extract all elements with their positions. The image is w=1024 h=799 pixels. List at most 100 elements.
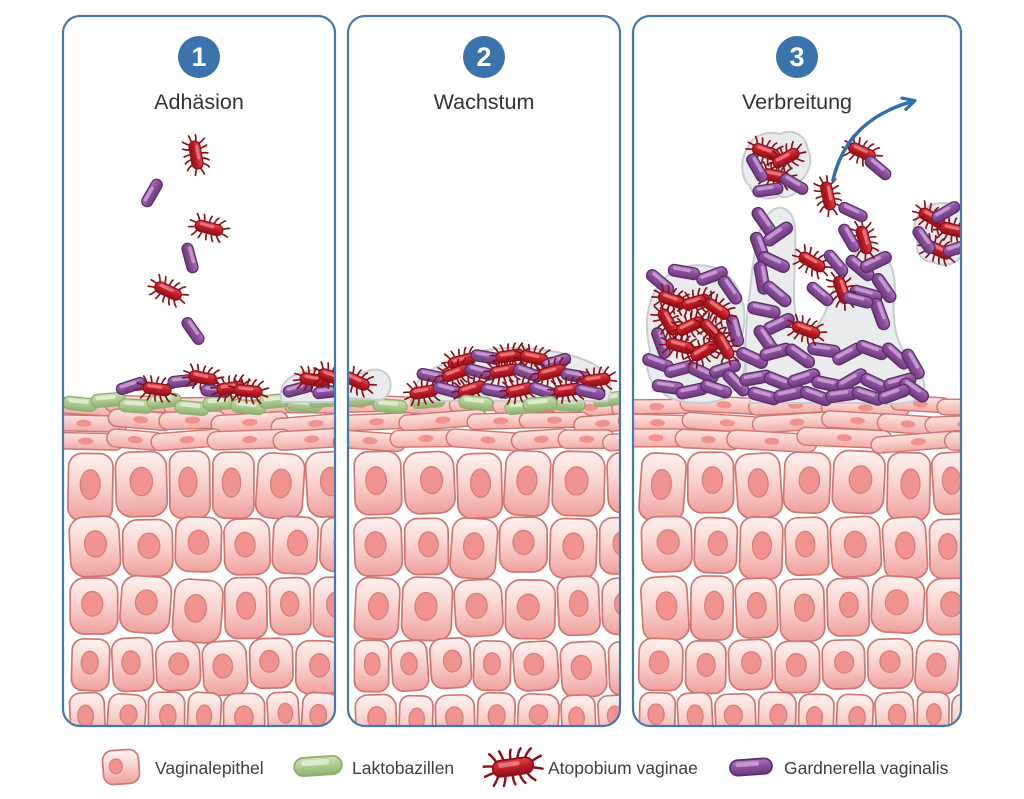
- epithelial-cell: [925, 577, 960, 636]
- epithelial-cell: [70, 637, 111, 692]
- epithelial-cell-flat: [936, 398, 960, 417]
- epithelial-cell: [498, 516, 548, 573]
- epithelial-cell: [222, 692, 266, 725]
- epithelial-cell: [121, 518, 174, 578]
- legend-label-atopobium: Atopobium vaginae: [548, 758, 698, 778]
- panel-spread: 3 Verbreitung: [631, 14, 963, 728]
- epithelial-cell: [638, 691, 677, 725]
- legend-item-atopobium: Atopobium vaginae: [480, 744, 698, 790]
- epithelial-cell: [714, 692, 757, 725]
- step-3-badge: [776, 36, 818, 78]
- epithelial-cell: [778, 578, 826, 643]
- epithelial-cell: [835, 693, 875, 725]
- epithelial-cell: [185, 691, 223, 725]
- gardnerella-bacterium: [139, 176, 165, 210]
- epithelial-cell-flat: [681, 411, 773, 435]
- lactobacillus-bacterium: [521, 395, 559, 413]
- step-2-badge: [463, 36, 505, 78]
- panel-3-title: Verbreitung: [742, 90, 852, 114]
- epithelial-cell: [930, 451, 960, 516]
- panel-spread-illustration: [634, 96, 960, 725]
- epithelial-cell: [402, 450, 457, 515]
- epithelial-cell: [268, 576, 312, 636]
- lactobacillus-bacterium: [457, 394, 495, 412]
- epithelial-cell: [821, 638, 866, 690]
- step-2-number: 2: [476, 42, 491, 72]
- epithelial-cell: [829, 515, 883, 579]
- step-1-number: 1: [191, 42, 206, 72]
- epithelial-cell-flat: [398, 408, 488, 432]
- epithelial-cell: [559, 640, 608, 699]
- epithelial-cell: [294, 639, 334, 695]
- epithelial-cell: [453, 578, 504, 638]
- epithelial-cell: [69, 577, 119, 635]
- epithelial-cell: [870, 574, 926, 635]
- epithelial-cell: [353, 576, 401, 641]
- epithelial-cell: [551, 450, 606, 517]
- epithelial-cell: [826, 577, 870, 637]
- epithelial-cell: [831, 449, 886, 515]
- epithelial-cell: [596, 694, 619, 725]
- epithelial-cell: [928, 518, 960, 580]
- epithelial-cell: [916, 691, 951, 725]
- epithelial-cell: [449, 517, 499, 580]
- legend-label-vaginalepithel: Vaginalepithel: [155, 758, 264, 778]
- epithelial-cell: [271, 515, 320, 575]
- epithelial-cell: [782, 451, 832, 514]
- epithelial-cell-flat: [510, 428, 573, 451]
- epithelial-cell: [476, 691, 517, 725]
- epithelial-cell-flat: [206, 428, 293, 451]
- epithelial-cell: [171, 578, 224, 644]
- epithelial-cell: [68, 515, 122, 578]
- epithelial-cell: [352, 516, 404, 578]
- panel-1-title: Adhäsion: [154, 90, 244, 114]
- epithelial-cell: [319, 516, 334, 574]
- epithelial-cell-flat: [349, 429, 407, 453]
- epithelial-cell: [774, 640, 821, 694]
- epithelial-cell: [512, 640, 560, 692]
- panel-growth: 2 Wachstum: [346, 14, 622, 728]
- epithelial-cell-flat: [64, 413, 129, 433]
- epithelial-cell-flat: [944, 430, 960, 453]
- epithelial-cell: [106, 692, 147, 725]
- epithelial-cell-flat: [332, 429, 334, 452]
- epithelial-cell: [797, 693, 835, 725]
- gardnerella-bacterium: [862, 153, 894, 183]
- legend-item-vaginalepithel: Vaginalepithel: [101, 748, 264, 786]
- panel-frame: [346, 14, 622, 728]
- epithelial-cell-icon: [101, 748, 141, 786]
- epithelial-cell: [640, 575, 690, 642]
- epithelial-cell: [456, 452, 504, 520]
- epithelial-cell: [119, 574, 173, 635]
- epithelial-cell: [676, 691, 715, 725]
- epithelial-cell: [689, 575, 735, 641]
- epithelial-cell: [434, 694, 476, 725]
- lactobacillus-icon: [292, 754, 344, 778]
- atopobium-bacterium: [143, 270, 193, 312]
- panel-adhesion-illustration: [64, 132, 334, 725]
- epithelial-cell: [548, 517, 598, 580]
- epithelial-cell: [168, 450, 211, 520]
- step-1-badge: [178, 36, 220, 78]
- epithelial-cell: [950, 693, 960, 725]
- epithelial-cell-flat: [870, 430, 960, 454]
- epithelial-cell: [312, 576, 334, 638]
- epithelial-cell: [516, 692, 561, 725]
- epithelial-cell: [114, 450, 169, 518]
- epithelial-cell: [403, 517, 450, 576]
- epithelial-cell: [693, 516, 739, 575]
- legend-label-laktobazillen: Laktobazillen: [352, 758, 454, 778]
- panel-2-title: Wachstum: [434, 90, 535, 114]
- epithelial-cell: [866, 637, 914, 690]
- epithelial-cell-flat: [602, 427, 619, 452]
- epithelial-cell: [684, 639, 727, 695]
- epithelial-cell: [881, 515, 929, 581]
- epithelial-cell: [607, 640, 619, 696]
- epithelial-cell-flat: [876, 413, 940, 436]
- gardnerella-bacterium: [836, 200, 870, 224]
- legend-label-gardnerella: Gardnerella vaginalis: [784, 758, 949, 778]
- epithelial-cell: [304, 450, 334, 518]
- epithelial-cell: [353, 450, 403, 516]
- epithelial-cell: [598, 516, 619, 575]
- epithelial-cell: [147, 691, 186, 725]
